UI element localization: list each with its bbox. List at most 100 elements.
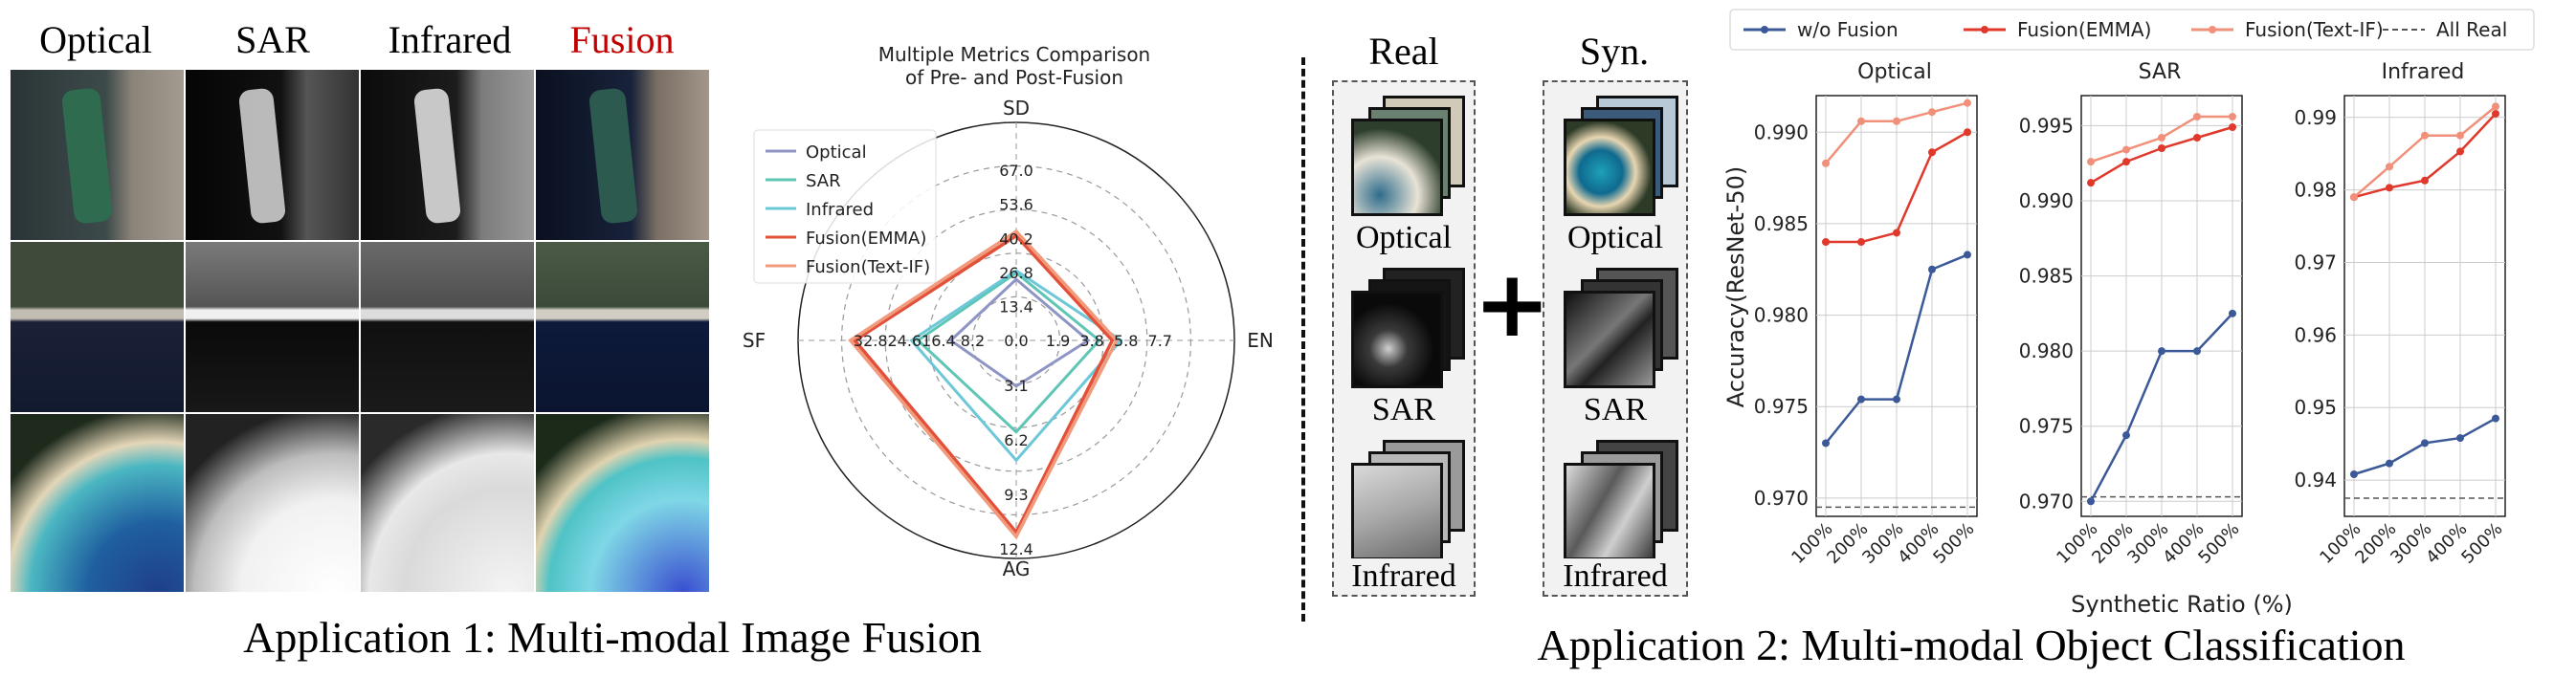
radar-tick-en: 5.8 — [1114, 332, 1138, 350]
image-infrared-bridge — [360, 241, 535, 413]
col-title-infrared: Infrared — [388, 18, 512, 61]
chart-point — [1964, 98, 1971, 107]
radar-tick-sf: 16.4 — [922, 332, 956, 350]
image-infrared-ship — [360, 69, 535, 241]
radar-axis-ag: AG — [1003, 557, 1031, 580]
col-title-fusion: Fusion — [569, 18, 675, 61]
chart-point — [2456, 147, 2464, 156]
syn-label-optical: Optical — [1546, 220, 1684, 256]
chart-point — [2229, 113, 2236, 120]
chart-ytick-label: 0.95 — [2294, 396, 2337, 419]
radar-tick-en: 1.9 — [1046, 332, 1070, 350]
chart-point — [1964, 128, 1971, 137]
image-fusion-bridge — [535, 241, 710, 413]
chart-ytick-label: 0.980 — [1754, 304, 1809, 327]
radar-tick-sd: 67.0 — [999, 162, 1033, 180]
image-optical-bridge — [10, 241, 185, 413]
col-title-optical: Optical — [39, 18, 152, 61]
accuracy-charts: w/o Fusion Fusion(EMMA) Fusion(Text-IF) … — [1722, 9, 2535, 618]
radar-series-fusion-text-if- — [848, 229, 1119, 540]
chart-point — [2122, 431, 2130, 440]
image-sar-bridge — [185, 241, 360, 413]
chart-ytick-label: 0.990 — [2019, 189, 2074, 212]
chart-legend-wo-fusion: w/o Fusion — [1797, 18, 1899, 41]
chart-point — [1822, 439, 1830, 448]
chart-legend-emma: Fusion(EMMA) — [2017, 18, 2151, 41]
chart-xtick-label: 500% — [2194, 519, 2243, 568]
radar-chart: Multiple Metrics Comparison of Pre- and … — [743, 43, 1273, 580]
image-sar-coast — [185, 413, 360, 593]
chart-point — [2492, 102, 2499, 111]
image-fusion-coast — [535, 413, 710, 593]
radar-axis-sd: SD — [1003, 97, 1030, 120]
image-optical-ship — [10, 69, 185, 241]
chart-point — [1893, 229, 1900, 237]
chart-point — [2087, 158, 2095, 166]
chart-legend-textif: Fusion(Text-IF) — [2245, 18, 2384, 41]
chart-point — [1822, 159, 1830, 167]
radar-series-sar — [916, 271, 1101, 434]
chart-point — [2122, 158, 2130, 166]
plus-icon: + — [1474, 251, 1551, 358]
chart-panel-title-optical: Optical — [1857, 60, 1932, 84]
chart-point — [2229, 123, 2236, 131]
chart-ytick-label: 0.98 — [2294, 179, 2337, 202]
radar-tick-sf: 24.6 — [887, 332, 922, 350]
radar-legend: Optical SAR Infrared Fusion(EMMA) Fusion… — [753, 129, 937, 284]
radar-tick-en: 3.8 — [1079, 332, 1103, 350]
chart-panel-title-sar: SAR — [2139, 60, 2182, 84]
chart-point — [2158, 144, 2165, 152]
chart-point — [2386, 184, 2393, 192]
radar-tick-sd: 26.8 — [999, 264, 1033, 282]
real-label-infrared: Infrared — [1336, 558, 1472, 595]
image-optical-coast — [10, 413, 185, 593]
caption-application-2: Application 2: Multi-modal Object Classi… — [1537, 621, 2406, 669]
chart-point — [2158, 134, 2165, 142]
chart-point — [2421, 131, 2429, 140]
chart-point — [2193, 134, 2201, 142]
real-title: Real — [1368, 30, 1439, 73]
chart-panel-infrared: Infrared 0.940.950.960.970.980.99100%200… — [2294, 60, 2506, 568]
chart-legend: w/o Fusion Fusion(EMMA) Fusion(Text-IF) … — [1729, 9, 2535, 51]
chart-point — [2350, 470, 2358, 478]
real-label-optical: Optical — [1336, 220, 1472, 256]
radar-tick-sd: 40.2 — [999, 229, 1033, 248]
chart-point — [2193, 347, 2201, 356]
chart-ytick-label: 0.99 — [2294, 106, 2337, 129]
radar-legend-sar: SAR — [806, 171, 841, 191]
chart-ytick-label: 0.975 — [2019, 415, 2074, 438]
chart-point — [1857, 117, 1865, 125]
chart-ytick-label: 0.985 — [2019, 265, 2074, 288]
image-infrared-coast — [360, 413, 535, 593]
chart-point — [1857, 238, 1865, 247]
image-sar-ship — [185, 69, 360, 241]
radar-grid — [797, 121, 1235, 559]
radar-tick-en: 7.7 — [1148, 332, 1172, 350]
radar-title-line2: of Pre- and Post-Fusion — [905, 66, 1123, 89]
chart-point — [1928, 108, 1936, 117]
radar-tick-ag: 6.2 — [1004, 431, 1028, 449]
chart-point — [2421, 176, 2429, 185]
chart-point — [2386, 459, 2393, 468]
caption-application-1: Application 1: Multi-modal Image Fusion — [243, 613, 982, 662]
chart-ytick-label: 0.990 — [1754, 120, 1809, 143]
radar-tick-sf: 8.2 — [961, 332, 985, 350]
radar-series-fusion-emma- — [852, 233, 1115, 535]
image-fusion-ship — [535, 69, 710, 241]
chart-legend-all-real: All Real — [2436, 18, 2507, 41]
chart-panel-sar: SAR 0.9700.9750.9800.9850.9900.995100%20… — [2019, 60, 2244, 568]
radar-tick-sd: 13.4 — [999, 297, 1033, 316]
chart-point — [1822, 238, 1830, 247]
chart-point — [1928, 148, 1936, 157]
radar-legend-textif: Fusion(Text-IF) — [806, 257, 930, 277]
chart-ylabel: Accuracy(ResNet-50) — [1722, 166, 1749, 408]
chart-point — [1893, 395, 1900, 404]
syn-label-sar: SAR — [1546, 392, 1684, 428]
chart-ytick-label: 0.980 — [2019, 339, 2074, 362]
chart-ytick-label: 0.97 — [2294, 251, 2337, 273]
radar-legend-infrared: Infrared — [806, 200, 874, 220]
chart-point — [2492, 414, 2499, 423]
chart-ytick-label: 0.96 — [2294, 323, 2337, 346]
radar-legend-emma: Fusion(EMMA) — [806, 229, 926, 249]
